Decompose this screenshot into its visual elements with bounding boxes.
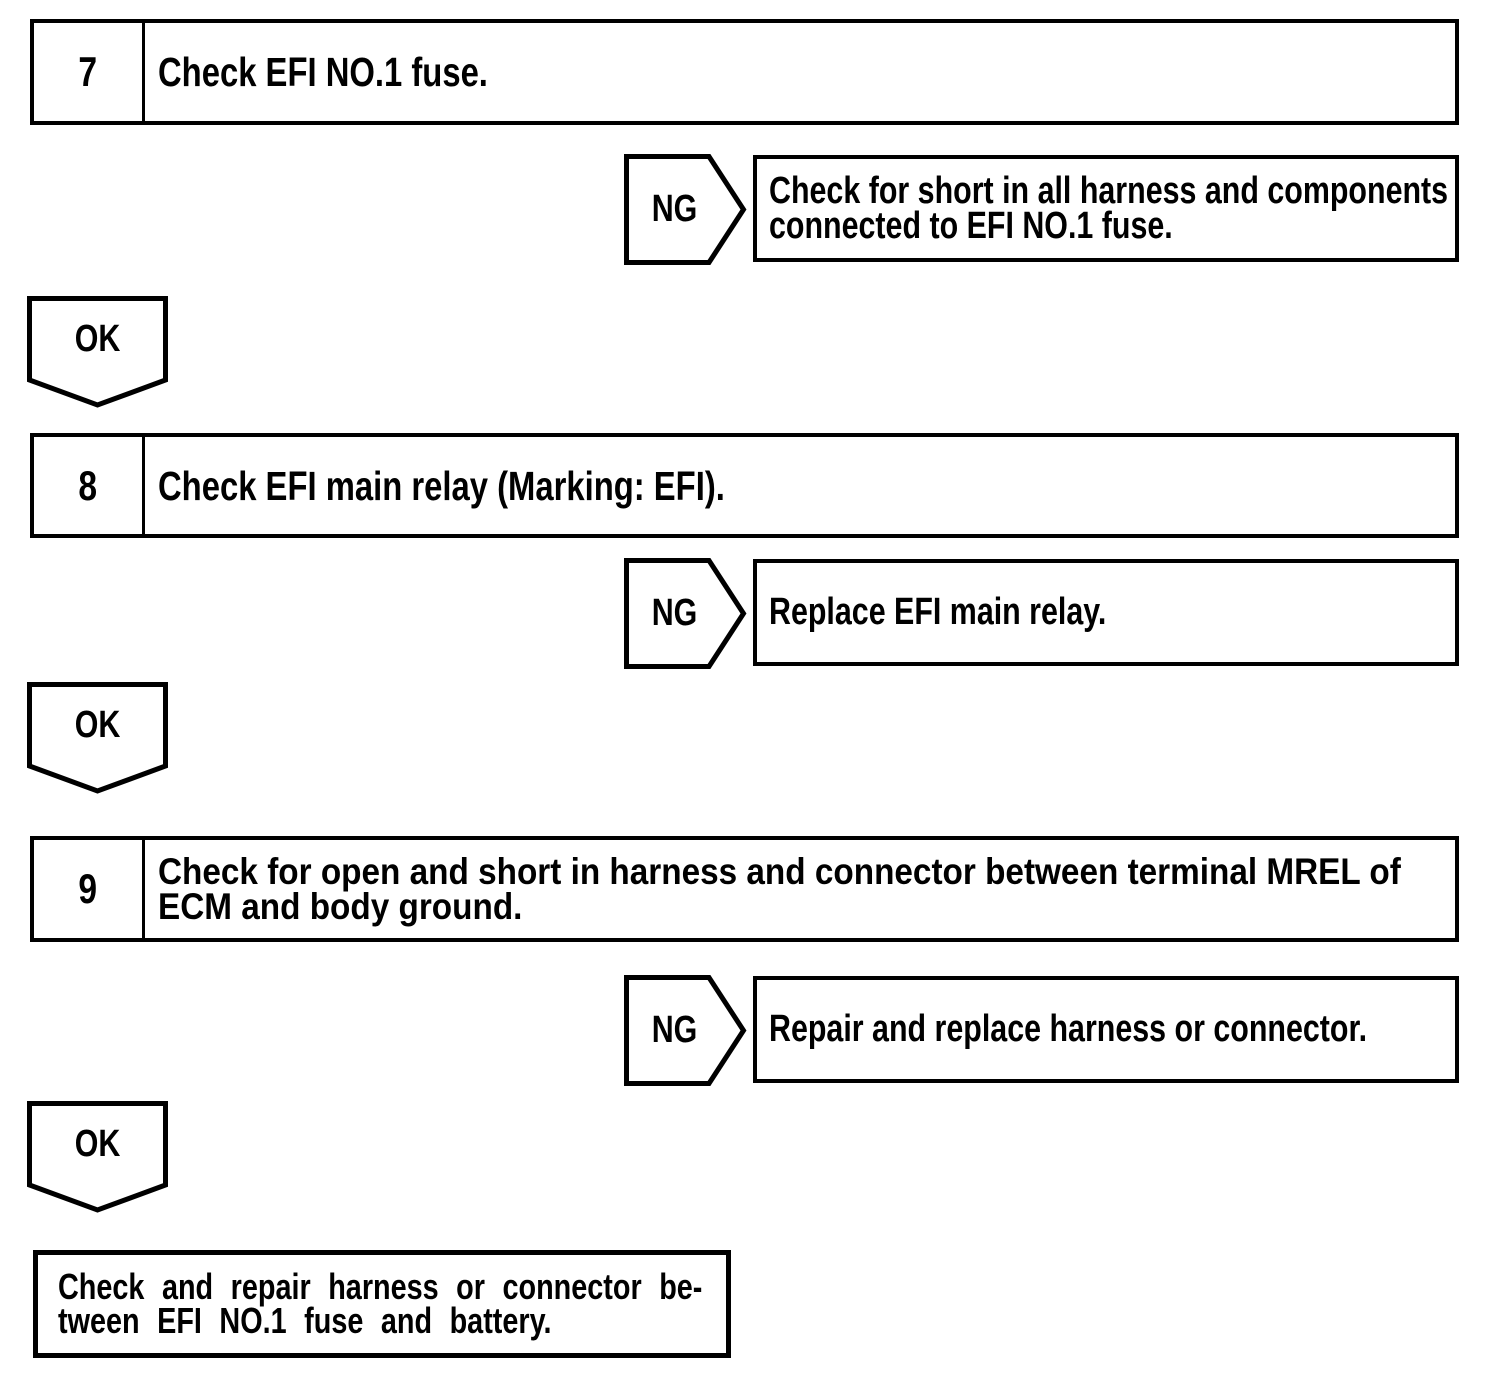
ng-label: NG: [651, 592, 697, 634]
final-action-line: tween EFI NO.1 fuse and battery.: [58, 1300, 552, 1341]
ng-action-line: connected to EFI NO.1 fuse.: [769, 204, 1173, 247]
ok-label: OK: [74, 317, 121, 360]
final-action-line: Check and repair harness or connector be…: [58, 1266, 703, 1307]
ng-arrow-pentagon-step8: [624, 558, 747, 669]
ng-action-box-step8: Replace EFI main relay.: [753, 559, 1459, 666]
step-9-instruction: Check for open and short in harness and …: [145, 840, 1455, 938]
ng-arrow-label-wrap-step7: NG: [624, 154, 724, 265]
step-7-number: 7: [78, 48, 98, 95]
ok-arrow-pentagon-step8: [27, 682, 168, 794]
ng-action-box-step9: Repair and replace harness or connector.: [753, 976, 1459, 1083]
step-9-number-cell: 9: [34, 840, 145, 938]
step-7-instruction-line: Check EFI NO.1 fuse.: [158, 49, 488, 95]
ng-arrow-label-wrap-step9: NG: [624, 975, 724, 1086]
step-8-number-cell: 8: [34, 437, 145, 534]
ok-label: OK: [74, 1122, 121, 1165]
ok-label: OK: [74, 703, 121, 746]
step-7-box: 7 Check EFI NO.1 fuse.: [30, 19, 1459, 125]
step-7-number-cell: 7: [34, 23, 145, 121]
ok-arrow-label-wrap-step7: OK: [27, 296, 168, 382]
step-8-instruction: Check EFI main relay (Marking: EFI).: [145, 437, 1455, 534]
ok-arrow-label-wrap-step9: OK: [27, 1101, 168, 1187]
step-8-box: 8 Check EFI main relay (Marking: EFI).: [30, 433, 1459, 538]
ng-arrow-pentagon-step7: [624, 154, 747, 265]
ng-action-line: Check for short in all harness and compo…: [769, 169, 1449, 212]
ng-action-line: Repair and replace harness or connector.: [769, 1008, 1368, 1050]
ng-label: NG: [651, 1009, 697, 1051]
ng-action-line: Replace EFI main relay.: [769, 591, 1107, 633]
step-8-instruction-line: Check EFI main relay (Marking: EFI).: [158, 462, 725, 509]
step-9-number: 9: [78, 865, 98, 912]
step-8-number: 8: [78, 461, 98, 509]
ng-arrow-pentagon-step9: [624, 975, 747, 1086]
step-9-instruction-line: ECM and body ground.: [158, 886, 523, 927]
ok-arrow-label-wrap-step8: OK: [27, 682, 168, 768]
ng-arrow-label-wrap-step8: NG: [624, 558, 724, 669]
ng-label: NG: [651, 188, 697, 230]
ok-arrow-pentagon-step9: [27, 1101, 168, 1213]
ok-arrow-pentagon-step7: [27, 296, 168, 408]
final-action-box: Check and repair harness or connector be…: [33, 1250, 731, 1358]
ng-action-box-step7: Check for short in all harness and compo…: [753, 155, 1459, 262]
step-9-instruction-line: Check for open and short in harness and …: [158, 851, 1401, 892]
step-9-box: 9 Check for open and short in harness an…: [30, 836, 1459, 942]
step-7-instruction: Check EFI NO.1 fuse.: [145, 23, 1455, 121]
